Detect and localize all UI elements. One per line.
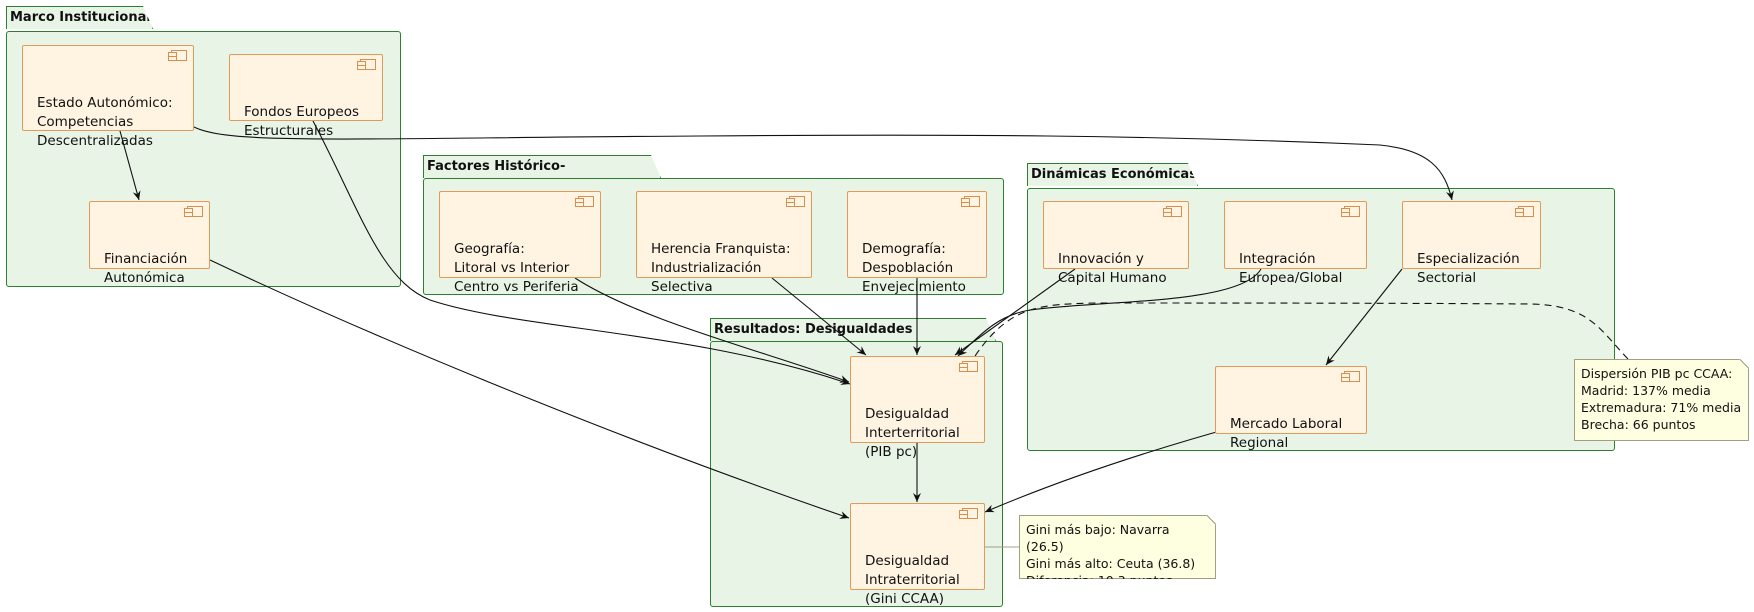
component-icon xyxy=(1341,206,1360,217)
note-dispersion-pib: Dispersión PIB pc CCAA: Madrid: 137% med… xyxy=(1574,359,1749,441)
component-desigualdad-interterritorial: Desigualdad Interterritorial (PIB pc) xyxy=(850,356,985,460)
component-financiacion-autonomica: Financiación Autonómica xyxy=(89,201,210,286)
component-icon xyxy=(184,206,203,217)
component-icon xyxy=(1341,371,1360,382)
component-label: Geografía: Litoral vs Interior Centro vs… xyxy=(454,241,579,295)
component-icon xyxy=(961,196,980,207)
component-label: Desigualdad Interterritorial (PIB pc) xyxy=(865,406,960,460)
component-label: Especialización Sectorial xyxy=(1417,251,1520,286)
component-fondos-europeos: Fondos Europeos Estructurales xyxy=(229,54,383,139)
component-icon xyxy=(575,196,594,207)
component-geografia: Geografía: Litoral vs Interior Centro vs… xyxy=(439,191,601,295)
component-estado-autonomico: Estado Autonómico: Competencias Descentr… xyxy=(22,45,194,149)
component-label: Innovación y Capital Humano xyxy=(1058,251,1167,286)
component-label: Demografía: Despoblación Envejecimiento xyxy=(862,241,966,295)
component-icon xyxy=(786,196,805,207)
component-icon xyxy=(959,361,978,372)
package-label-factores: Factores Histórico-Estructurales xyxy=(423,155,661,178)
note-fold-icon xyxy=(1206,515,1216,525)
component-icon xyxy=(357,59,376,70)
note-fold-icon xyxy=(1739,359,1749,369)
component-herencia-franquista: Herencia Franquista: Industrialización S… xyxy=(636,191,812,295)
component-mercado-laboral: Mercado Laboral Regional xyxy=(1215,366,1367,451)
package-label-marco: Marco Institucional xyxy=(6,6,153,29)
note-gini: Gini más bajo: Navarra (26.5) Gini más a… xyxy=(1019,515,1216,579)
component-especializacion: Especialización Sectorial xyxy=(1402,201,1541,286)
component-icon xyxy=(168,50,187,61)
component-label: Estado Autonómico: Competencias Descentr… xyxy=(37,95,173,149)
component-label: Financiación Autonómica xyxy=(104,251,188,286)
component-desigualdad-intraterritorial: Desigualdad Intraterritorial (Gini CCAA) xyxy=(850,503,985,607)
component-icon xyxy=(959,508,978,519)
package-label-dinamicas: Dinámicas Económicas xyxy=(1027,163,1198,186)
component-integracion: Integración Europea/Global xyxy=(1224,201,1367,286)
component-label: Integración Europea/Global xyxy=(1239,251,1343,286)
component-label: Desigualdad Intraterritorial (Gini CCAA) xyxy=(865,553,960,607)
package-label-resultados: Resultados: Desigualdades Territoriales xyxy=(710,318,996,341)
component-innovacion: Innovación y Capital Humano xyxy=(1043,201,1189,286)
component-demografia: Demografía: Despoblación Envejecimiento xyxy=(847,191,987,295)
component-icon xyxy=(1515,206,1534,217)
component-icon xyxy=(1163,206,1182,217)
